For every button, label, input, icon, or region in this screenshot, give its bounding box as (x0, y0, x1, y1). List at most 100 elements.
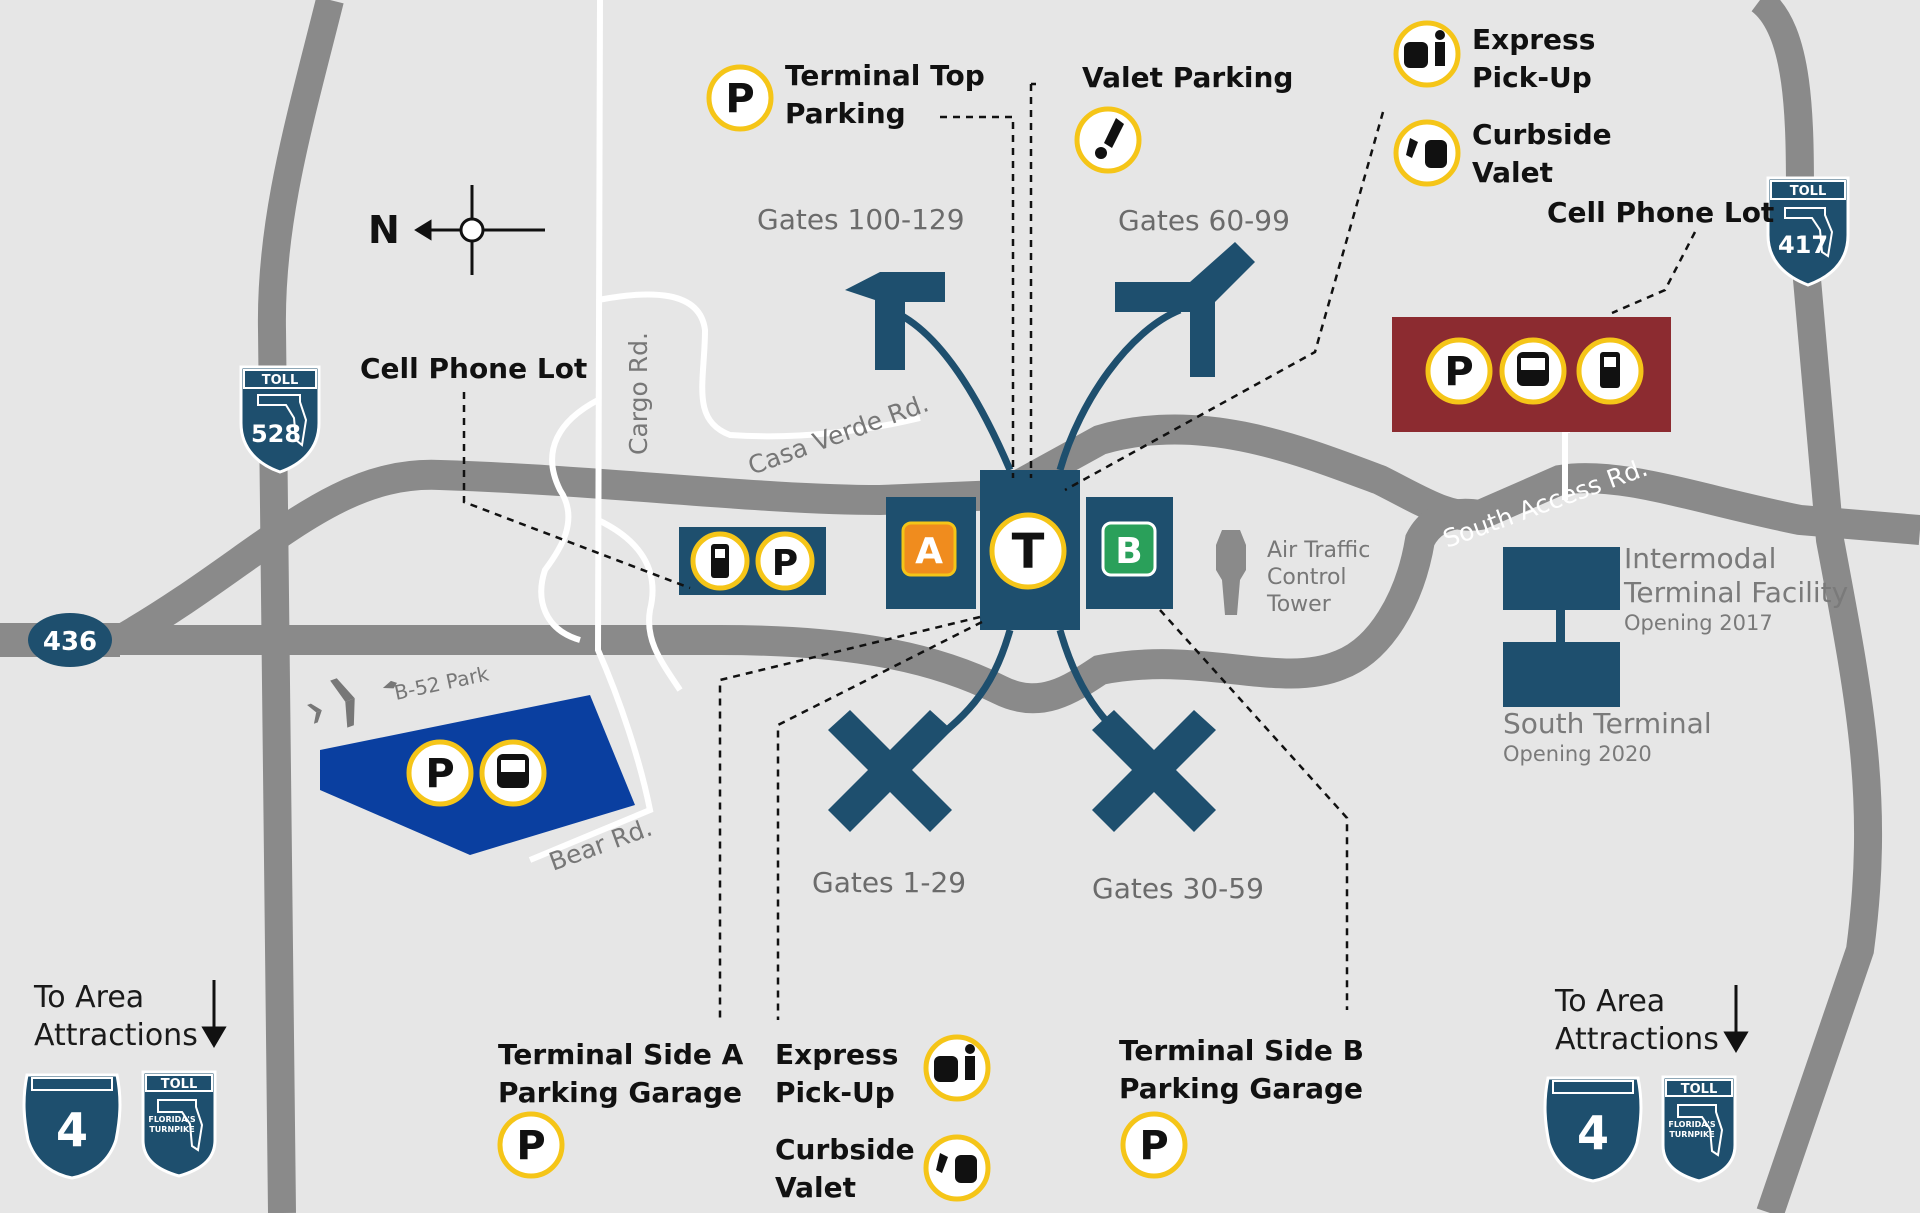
curbside-valet-icon-top[interactable] (1393, 119, 1461, 187)
attractions-label-left: To Area Attractions (34, 979, 198, 1055)
express-pickup-icon-bottom[interactable] (923, 1034, 991, 1102)
intermodal-line2: Terminal Facility (1624, 576, 1849, 609)
gates-30-59-label: Gates 30-59 (1092, 872, 1264, 905)
side-a-line1: Terminal Side A (498, 1038, 744, 1071)
side-b-line2: Parking Garage (1119, 1072, 1364, 1105)
gate-arrows (828, 242, 1255, 832)
parking-letter: P (1139, 1123, 1168, 1169)
gates-60-99-icon (1115, 242, 1255, 377)
turnpike-name-left-2: TURNPIKE (149, 1125, 194, 1134)
side-b-line1: Terminal Side B (1119, 1034, 1365, 1067)
curbside-line2: Valet (1472, 156, 1554, 189)
terminal-top-parking-label: Terminal Top Parking (785, 57, 985, 133)
interstate-4-shield-left (22, 1073, 122, 1180)
curbside-valet-icon-bottom[interactable] (923, 1134, 991, 1202)
curbside-valet-label-top: Curbside Valet (1472, 116, 1612, 192)
compass-icon (414, 185, 545, 275)
turnpike-name-right-1: FLORIDA'S (1668, 1120, 1715, 1129)
turnpike-shield-left (141, 1070, 217, 1178)
cell-phone-icon-south-lot[interactable] (1576, 337, 1644, 405)
parking-letter: P (1444, 349, 1473, 395)
gates-1-29-icon (828, 710, 952, 832)
down-arrow-icon-left (201, 980, 227, 1048)
atc-line2: Control (1267, 565, 1347, 590)
curbside-line1: Curbside (775, 1133, 915, 1166)
parking-icon-terminal-top[interactable] (706, 64, 774, 132)
leader-lines (462, 82, 1697, 1020)
intermodal-facility (1503, 547, 1620, 610)
terminal-b-badge[interactable] (1101, 521, 1157, 577)
curbside-valet-label-bottom: Curbside Valet (775, 1131, 915, 1207)
air-traffic-control-tower-icon (1216, 530, 1246, 615)
parking-icon-side-b[interactable] (1120, 1111, 1188, 1179)
terminal-a-badge[interactable] (901, 521, 957, 577)
express-line1: Express (1472, 23, 1596, 56)
turnpike-shield-right (1661, 1075, 1737, 1183)
b52-park-label: B-52 Park (392, 661, 491, 705)
parking-icon-side-a[interactable] (497, 1111, 565, 1179)
cell-phone-lot-label-north: Cell Phone Lot (360, 352, 588, 385)
express-pickup-icon-top[interactable] (1393, 20, 1461, 88)
terminal-b-letter: B (1115, 531, 1142, 572)
express-pickup-label-top: Express Pick-Up (1472, 21, 1595, 97)
parking-letter: P (516, 1123, 545, 1169)
bus-icon-south-lot[interactable] (1499, 337, 1567, 405)
curbside-line1: Curbside (1472, 118, 1612, 151)
down-arrow-icon-right (1723, 985, 1749, 1053)
interstate-4-shield-right (1543, 1076, 1643, 1183)
turnpike-name-right-2: TURNPIKE (1669, 1130, 1714, 1139)
terminal-side-b-garage-label: Terminal Side B Parking Garage (1119, 1032, 1364, 1108)
terminal-a-letter: A (915, 531, 943, 572)
terminal-top-line1: Terminal Top (785, 59, 985, 92)
turnpike-toll-right: TOLL (1681, 1082, 1718, 1097)
atc-tower-label: Air Traffic Control Tower (1267, 537, 1370, 618)
attractions-line1: To Area (1555, 984, 1666, 1019)
express-line1: Express (775, 1038, 899, 1071)
valet-key-icon[interactable] (1074, 106, 1142, 174)
highway-436-shield (28, 613, 112, 667)
highway-436-number: 436 (43, 627, 97, 657)
parking-letter: P (425, 751, 454, 797)
gates-60-99-label: Gates 60-99 (1118, 204, 1290, 237)
b52-parking-lot[interactable] (320, 695, 635, 855)
highway-417-number: 417 (1778, 231, 1828, 259)
curbside-line2: Valet (775, 1171, 857, 1204)
airplane-icon (307, 678, 397, 728)
road-528 (257, 0, 344, 1213)
attractions-line1: To Area (34, 980, 145, 1015)
side-a-line2: Parking Garage (498, 1076, 743, 1109)
parking-icon-south-lot[interactable] (1425, 337, 1493, 405)
highway-528-number: 528 (251, 420, 301, 448)
gates-100-129-label: Gates 100-129 (757, 203, 965, 236)
highway-528-shield (239, 365, 321, 474)
parking-letter: P (725, 76, 754, 122)
bus-icon-b52[interactable] (479, 739, 547, 807)
gates-30-59-icon (1092, 710, 1216, 832)
express-line2: Pick-Up (1472, 61, 1592, 94)
express-line2: Pick-Up (775, 1076, 895, 1109)
valet-parking-label: Valet Parking (1082, 61, 1294, 94)
atc-line3: Tower (1267, 592, 1331, 617)
cargo-road-label: Cargo Rd. (624, 332, 653, 455)
parking-icon-b52[interactable] (406, 739, 474, 807)
cell-phone-icon-north-lot[interactable] (690, 531, 750, 591)
cell-phone-lot-label-south: Cell Phone Lot (1547, 196, 1775, 229)
terminal-t-badge[interactable] (989, 512, 1067, 590)
atc-line1: Air Traffic (1267, 538, 1371, 563)
turnpike-toll-left: TOLL (161, 1077, 198, 1092)
terminal-t-letter: T (1012, 524, 1045, 580)
south-terminal-name: South Terminal (1503, 707, 1712, 740)
attractions-line2: Attractions (34, 1018, 198, 1053)
road-main-north (112, 414, 1920, 654)
south-terminal-label: South Terminal Opening 2020 (1503, 707, 1712, 767)
turnpike-name-left-1: FLORIDA'S (148, 1115, 195, 1124)
parking-icon-north-lot[interactable] (755, 531, 815, 591)
intermodal-opening: Opening 2017 (1624, 611, 1773, 635)
intermodal-line1: Intermodal (1624, 542, 1777, 575)
highway-528-toll: TOLL (262, 373, 299, 388)
cargo-road (528, 0, 654, 863)
highway-417-toll: TOLL (1790, 184, 1827, 199)
parking-letter: P (772, 543, 798, 584)
